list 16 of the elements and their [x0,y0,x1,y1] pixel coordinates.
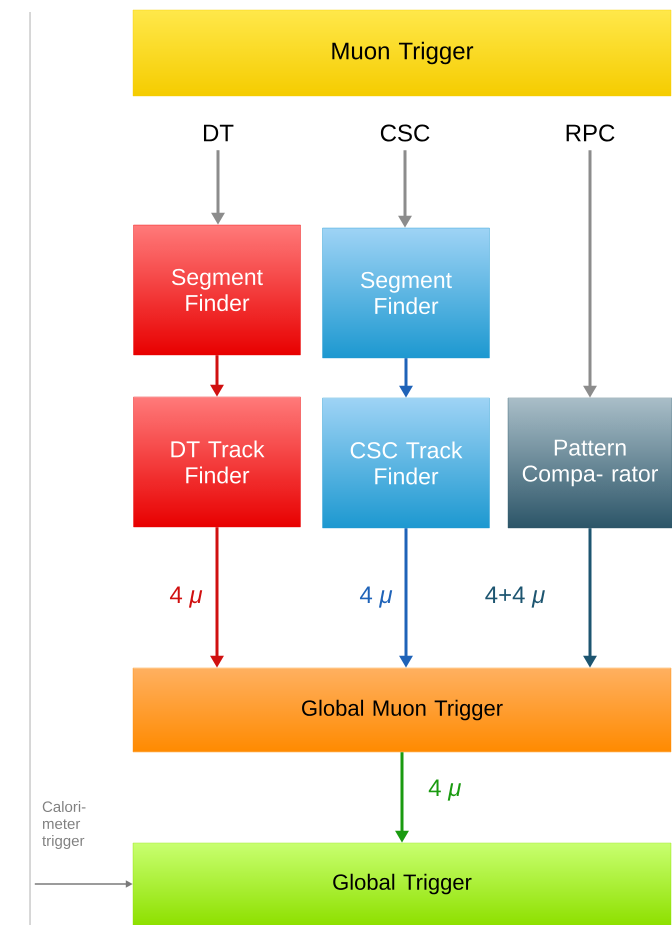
process-box: DT Track Finder [133,396,301,528]
edge-label: 4 μ [170,586,202,608]
process-box: Segment Finder [133,224,301,356]
process-box: CSC Track Finder [322,398,490,528]
edge-label: 4 μ [360,586,392,608]
input-label: RPC [566,124,614,142]
process-box: Pattern Compa- rator [508,398,672,528]
trigger-band: Global Trigger [132,842,672,925]
edge-label: 4 μ [428,779,461,801]
input-label: DT [204,124,234,142]
process-box: Segment Finder [322,228,490,358]
input-label: CSC [380,124,430,142]
trigger-band: Global Muon Trigger [132,668,672,752]
trigger-band: Muon Trigger [132,10,672,96]
input-label: Calori- meter trigger [42,801,86,849]
edge-label: 4+4 μ [485,586,545,608]
